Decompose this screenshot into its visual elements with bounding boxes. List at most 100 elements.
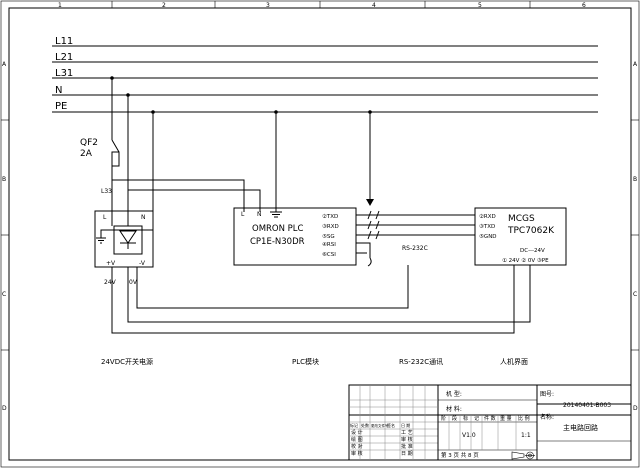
wire-l33-label: L33 [101, 188, 112, 195]
rs232-link: RS-232C [356, 112, 475, 267]
ruler-side-c: C [2, 291, 6, 298]
hmi-box [474, 207, 567, 266]
bus-lines: L11 L21 L31 N PE [52, 36, 598, 113]
top-ruler: 1 2 3 4 5 6 [58, 1, 586, 9]
ruler-side-a: A [2, 61, 7, 68]
hmi-pin-txd: ③TXD [479, 224, 495, 230]
rev-header-date: 日 期 [401, 422, 410, 428]
title-mingcheng: 主电路回路 [563, 423, 598, 432]
ruler-top-2: 2 [162, 2, 166, 9]
rev-header-mark: 标记 [350, 422, 358, 428]
caption-plc: PLC模块 [292, 357, 319, 366]
title-mingcheng-label: 名称: [540, 413, 554, 421]
approval-process: 工 艺 [401, 430, 413, 436]
title-jixing: 机 型: [446, 390, 462, 398]
stage-header-weight: 重 量 [500, 415, 512, 422]
hmi-model: TPC7062K [507, 226, 555, 236]
ruler-top-3: 3 [266, 2, 270, 9]
title-block: 机 型: 材 料: 图号: 20140401-B003 名称: 主电路回路 标记… [348, 384, 632, 461]
power-supply: L N +V -V 24V 0V [94, 210, 154, 286]
psu-wire-0v: 0V [129, 279, 138, 286]
hmi-supply: DC---24V [520, 248, 545, 254]
hmi-terminals: ① 24V ② 0V ③PE [502, 257, 549, 264]
title-block-frame [348, 384, 632, 461]
caption-hmi: 人机界面 [500, 357, 528, 366]
plc-model: CP1E-N30DR [250, 237, 305, 247]
ruler-top-1: 1 [58, 2, 62, 9]
psu-box [94, 210, 154, 268]
bus-label-pe: PE [55, 101, 67, 112]
caption-psu: 24VDC开关电源 [101, 357, 153, 366]
caption-rs232: RS-232C通讯 [399, 357, 443, 366]
stage-header-2: 段 [452, 415, 457, 422]
approval-approve: 批 准 [401, 443, 413, 450]
plc-brand: OMRON PLC [252, 224, 304, 234]
ruler-side-b: B [2, 176, 6, 183]
captions: 24VDC开关电源 PLC模块 RS-232C通讯 人机界面 [101, 357, 528, 366]
plc-in-n: N [257, 211, 262, 218]
stage-header-1: 阶 [441, 415, 446, 422]
plc-pin-rxd: ③RXD [322, 224, 339, 230]
ruler-side-d-right: D [633, 405, 638, 412]
role-review: 审 核 [351, 450, 363, 457]
rev-header-sign: 签名 [387, 422, 395, 428]
stage-header-scale: 比 例 [518, 415, 530, 422]
psu-wire-24v: 24V [104, 279, 117, 286]
ruler-top-4: 4 [372, 2, 376, 9]
rs232-label: RS-232C [402, 245, 428, 252]
breaker-qf2: QF2 2A L33 [80, 78, 129, 212]
stage-header-3: 标 [463, 415, 468, 422]
breaker-label: QF2 [80, 138, 98, 148]
rev-header-count: 处数 [361, 422, 369, 428]
approval-date: 日 期 [401, 451, 413, 457]
bus-label-n: N [55, 85, 62, 96]
junction-dots [110, 76, 372, 114]
breaker-rating: 2A [80, 149, 93, 159]
pe-arrow-icon [366, 199, 374, 206]
ruler-side-d: D [2, 405, 7, 412]
bus-label-l31: L31 [55, 68, 73, 79]
psu-out-pos: +V [106, 260, 116, 267]
hmi-brand: MCGS [508, 214, 535, 224]
bus-label-l21: L21 [55, 52, 73, 63]
plc-in-l: L [241, 211, 245, 218]
title-version: V1.0 [462, 432, 476, 439]
bus-label-l11: L11 [55, 36, 73, 47]
psu-in-l: L [103, 214, 107, 221]
plc-pin-sg: ⑤SG [322, 234, 335, 240]
stage-header-4: 记 [474, 415, 479, 422]
plc-feed-wires [112, 112, 277, 230]
hmi-pin-gnd: ⑤GND [479, 234, 497, 240]
side-ruler: A B C D A B C D [1, 61, 639, 412]
role-design: 设 计 [351, 429, 363, 436]
title-tuhao-label: 图号: [540, 391, 554, 398]
dc-wiring [111, 265, 531, 334]
ruler-top-6: 6 [582, 2, 586, 9]
ruler-side-b-right: B [633, 176, 637, 183]
title-scale: 1:1 [521, 432, 531, 439]
role-draw: 绘 图 [351, 436, 363, 443]
title-sheet: 第 3 页 共 8 页 [441, 451, 479, 459]
ruler-side-a-right: A [633, 61, 638, 68]
projection-symbol-icon [511, 451, 535, 460]
rev-header-docno: 更改文件号 [371, 423, 389, 428]
title-tuhao: 20140401-B003 [563, 402, 611, 409]
stage-header-qty: 件 数 [484, 415, 496, 422]
psu-out-neg: -V [139, 260, 146, 267]
approval-review: 审 核 [401, 436, 413, 443]
plc-module: L N OMRON PLC CP1E-N30DR ②TXD ③RXD ⑤SG ④… [233, 207, 357, 266]
plc-pin-txd: ②TXD [322, 213, 338, 220]
role-check: 校 对 [351, 443, 363, 450]
psu-in-n: N [141, 214, 146, 221]
ruler-side-c-right: C [633, 291, 637, 298]
hmi-pin-rxd: ②RXD [479, 213, 496, 220]
psu-symbol-box [113, 225, 143, 255]
title-cailiao: 材 料: [446, 405, 462, 413]
ruler-top-5: 5 [478, 2, 482, 9]
plc-pin-rsi: ④RSI [322, 242, 336, 248]
plc-box [233, 207, 357, 266]
plc-pin-csi: ⑥CSI [322, 252, 336, 258]
hmi-module: ②RXD ③TXD ⑤GND MCGS TPC7062K DC---24V ① … [474, 207, 567, 266]
